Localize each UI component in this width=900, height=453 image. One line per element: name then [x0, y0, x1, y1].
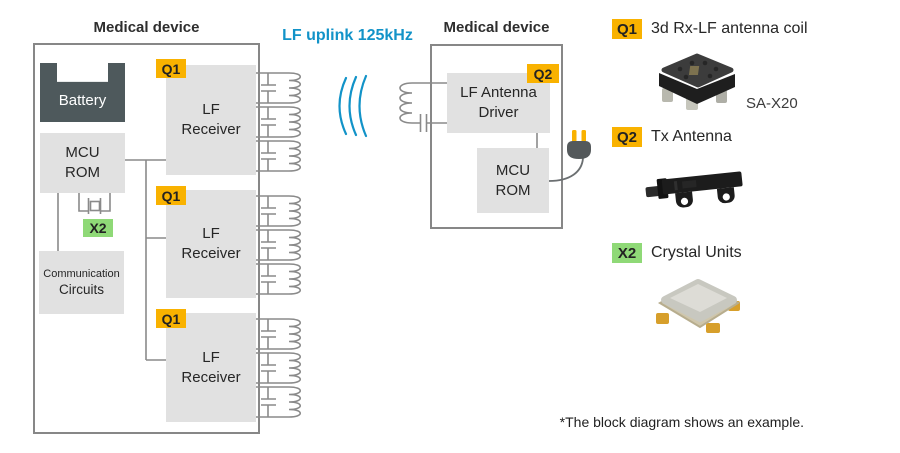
legend-q2-badge: Q2	[612, 127, 642, 147]
mcu-label-line1: MCU	[65, 144, 100, 161]
receiver2-label-line1: LF	[202, 225, 220, 242]
driver-label-line1: LF Antenna	[460, 84, 537, 101]
q1-badge-1: Q1	[156, 59, 186, 78]
legend-x2-label: Crystal Units	[651, 244, 742, 261]
right-device-title: Medical device	[443, 19, 550, 36]
q1-badge-3: Q1	[156, 309, 186, 328]
receiver1-label-line1: LF	[202, 101, 220, 118]
receiver1-label-line2: Receiver	[181, 121, 241, 138]
lf-receiver-block-2: LF Receiver	[166, 190, 256, 298]
driver-label-line2: Driver	[478, 104, 519, 121]
mcu-rom-block-left: MCU ROM	[40, 133, 125, 193]
receiver3-label-line2: Receiver	[181, 368, 241, 386]
receiver2-label-line2: Receiver	[181, 245, 241, 262]
q2-badge: Q2	[527, 64, 559, 83]
lf-antenna-driver-block: LF Antenna Driver	[447, 73, 550, 133]
legend-q1-label: 3d Rx-LF antenna coil	[651, 20, 808, 37]
left-device-title: Medical device	[93, 19, 200, 36]
receiver3-label-line1: LF	[202, 348, 220, 366]
mcu-right-label-line2: ROM	[495, 181, 531, 199]
tx-antenna-photo	[645, 171, 743, 208]
lf-receiver-block-1: LF Receiver	[166, 65, 256, 175]
legend-item-q1: Q1 3d Rx-LF antenna coil	[612, 19, 808, 39]
mcu-label-line2: ROM	[65, 164, 100, 181]
communication-circuits-block: Communication Circuits	[39, 251, 124, 314]
crystal-unit-photo	[656, 279, 741, 333]
lf-receiver-block-3: LF Receiver	[166, 313, 256, 422]
uplink-label: LF uplink 125kHz	[282, 27, 413, 44]
comm-label-line2: Circuits	[58, 281, 104, 297]
footnote: *The block diagram shows an example.	[559, 414, 804, 430]
mcu-rom-block-right: MCU ROM	[477, 148, 549, 213]
legend-q1-badge: Q1	[612, 19, 642, 39]
legend-x2-badge: X2	[612, 243, 642, 263]
battery-label: Battery	[58, 92, 107, 109]
comm-label-line1: Communication	[43, 267, 120, 280]
lc-tank-symbols	[256, 72, 302, 418]
x2-badge: X2	[83, 219, 113, 237]
legend-item-q2: Q2 Tx Antenna	[612, 127, 732, 147]
part-number-label: SA-X20	[746, 95, 798, 112]
radio-waves-icon	[338, 74, 368, 138]
q1-badge-2: Q1	[156, 186, 186, 205]
right-device-box	[430, 44, 563, 229]
legend-q2-label: Tx Antenna	[651, 128, 732, 145]
rx-lf-antenna-coil-photo	[659, 53, 735, 110]
mcu-right-label-line1: MCU	[495, 161, 531, 179]
legend-item-x2: X2 Crystal Units	[612, 243, 742, 263]
